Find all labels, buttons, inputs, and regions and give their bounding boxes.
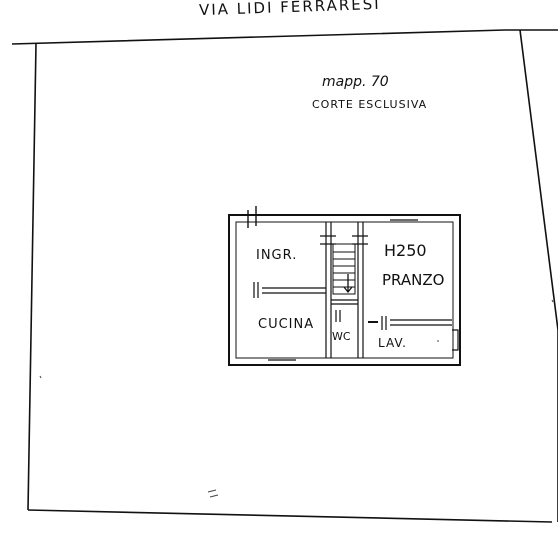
street-label: VIA LIDI FERRARESI: [199, 0, 381, 19]
room-label-dining: PRANZO: [382, 271, 444, 289]
lot-description-label: CORTE ESCLUSIVA: [312, 98, 427, 111]
room-label-entrance: INGR.: [256, 248, 297, 263]
staircase: [332, 243, 356, 295]
stray-marks: [39, 299, 554, 498]
lot-number-label: mapp. 70: [322, 74, 389, 90]
lot-boundary: [11, 29, 558, 523]
room-label-height: H250: [384, 241, 427, 260]
room-label-laundry: LAV.: [378, 336, 407, 350]
building-walls: [228, 206, 461, 366]
room-label-kitchen: CUCINA: [258, 317, 314, 332]
room-label-wc: WC: [332, 330, 351, 343]
